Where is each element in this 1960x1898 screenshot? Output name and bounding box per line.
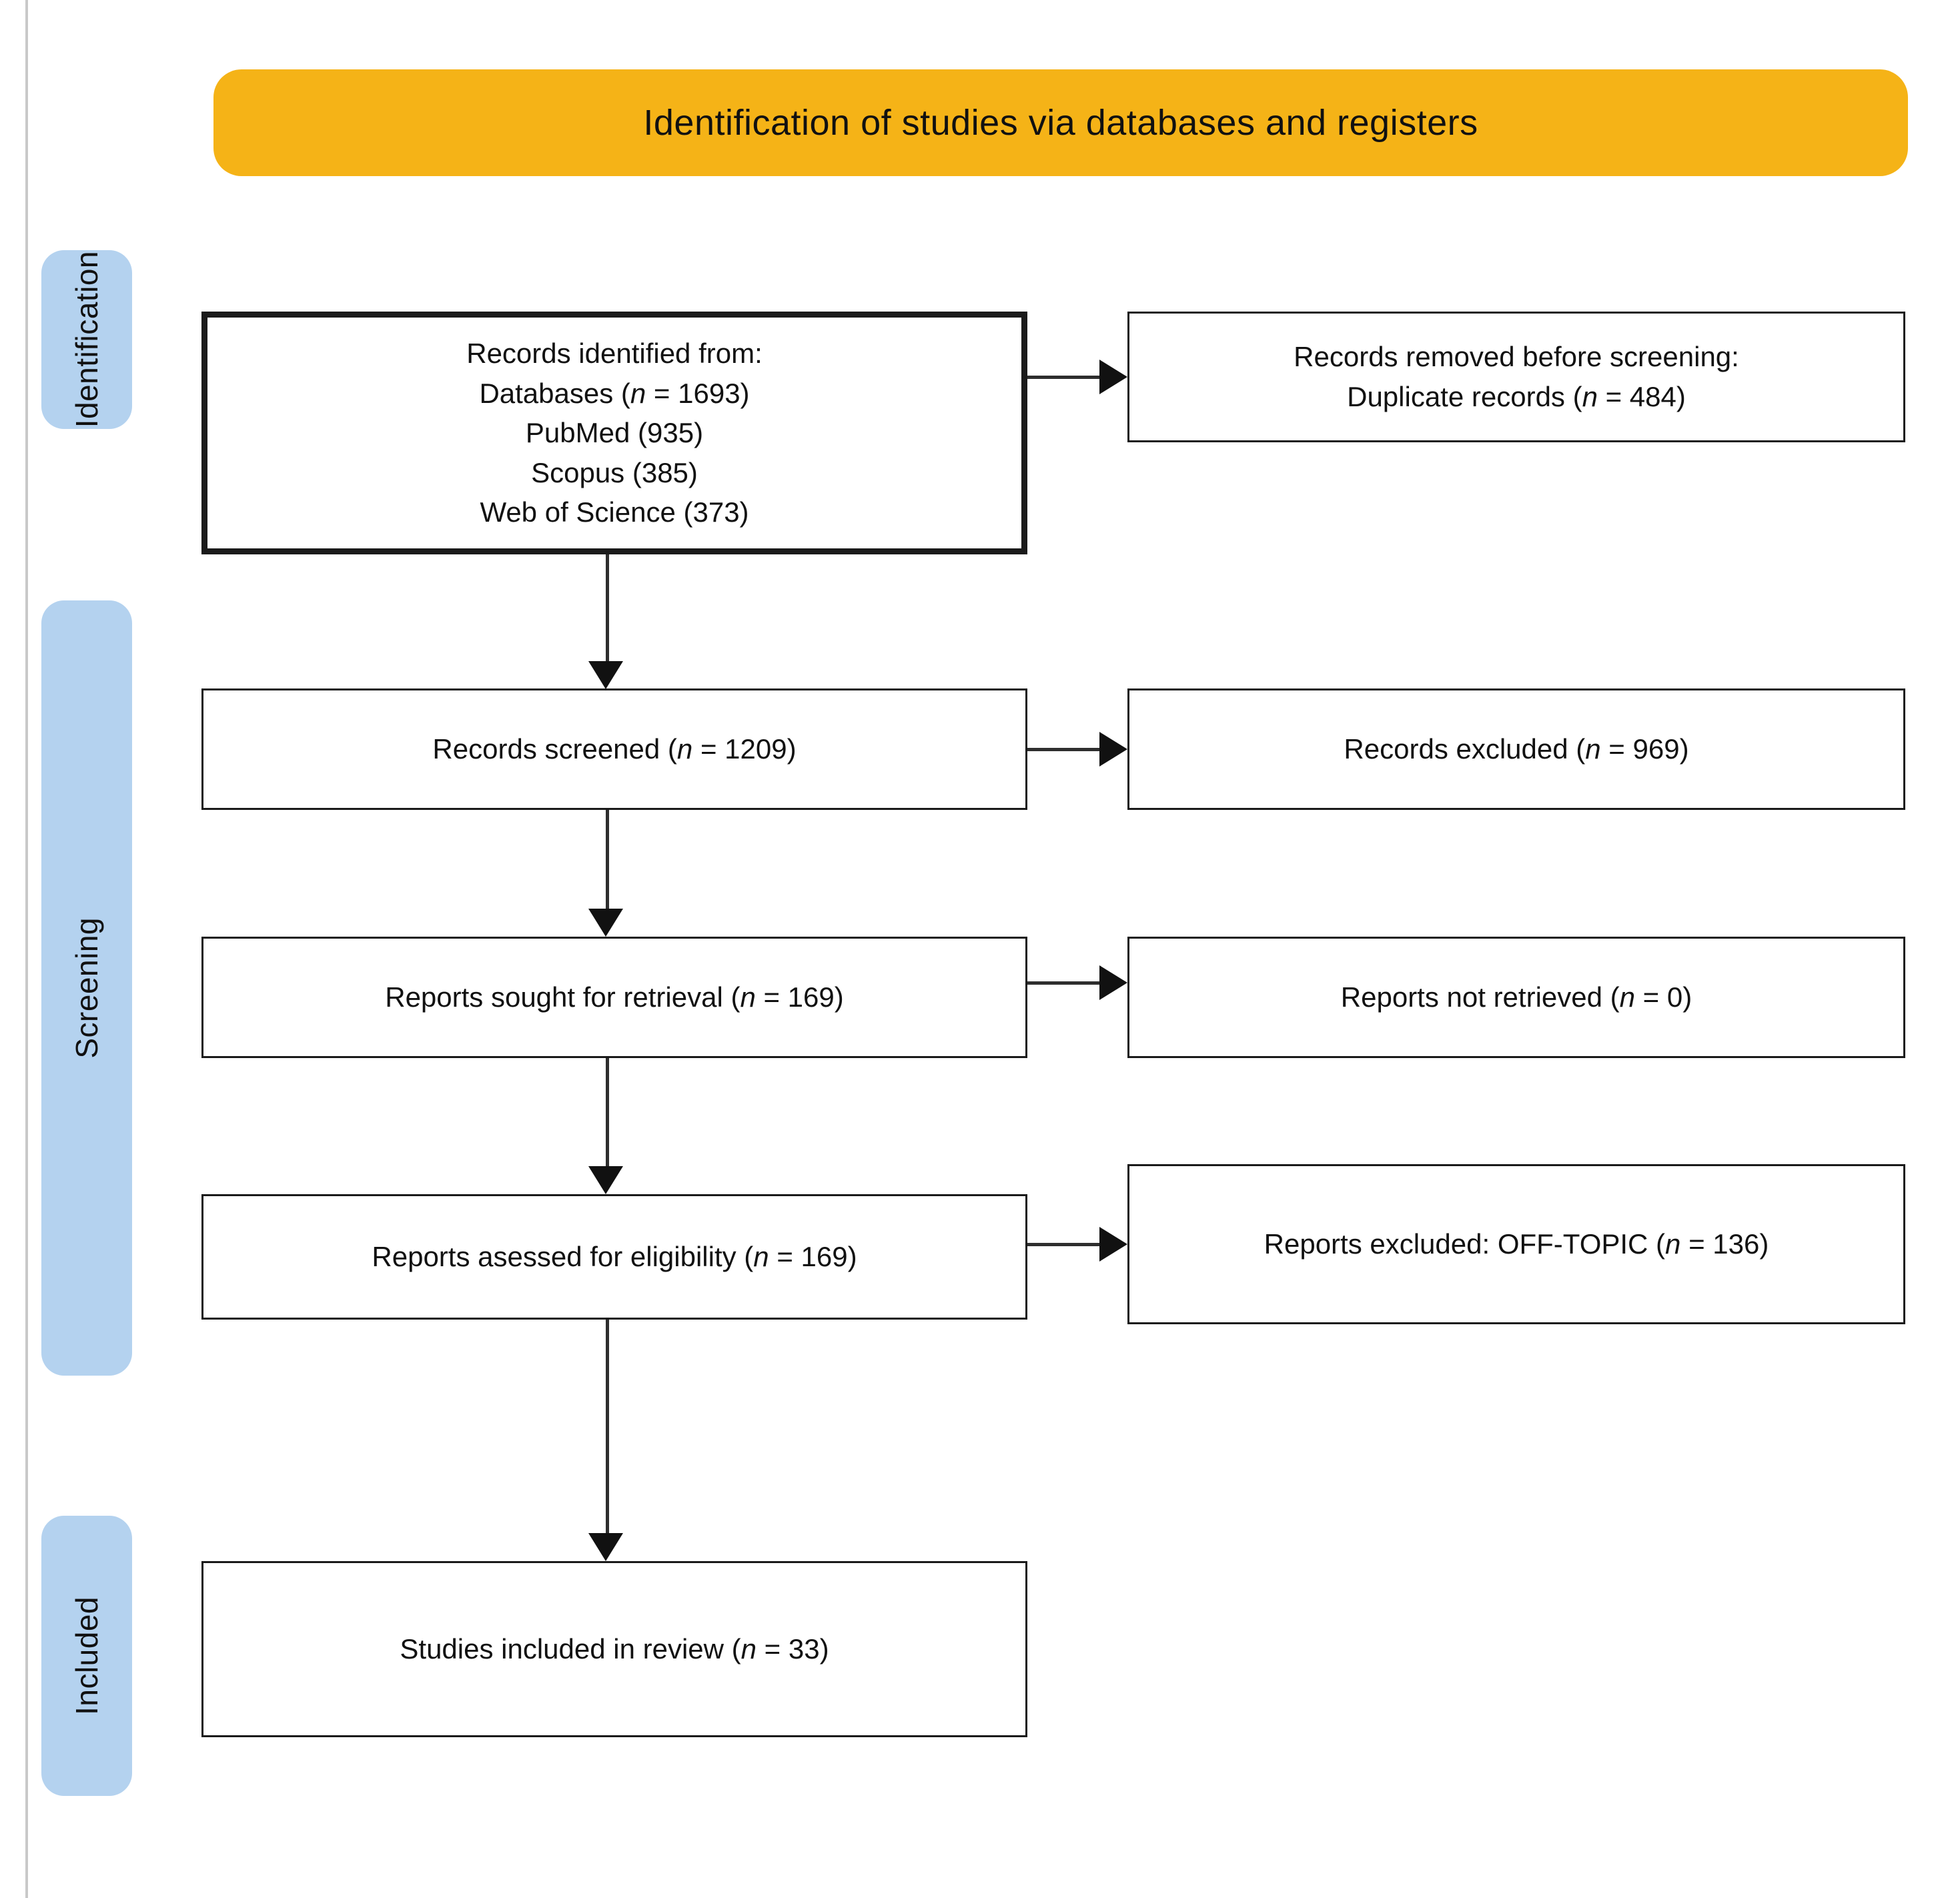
line-records-identified-3: Scopus (385) (531, 456, 698, 488)
node-reports-excluded-offtopic-text: Reports excluded: OFF-TOPIC (n = 136) (1244, 1224, 1789, 1264)
line-records-screened-0: Records screened (n = 1209) (432, 733, 797, 765)
phase-label-identification: Identification (69, 251, 104, 428)
node-reports-assessed-text: Reports asessed for eligibility (n = 169… (352, 1237, 877, 1277)
phase-bar-included: Included (41, 1516, 132, 1796)
node-records-identified: Records identified from: Databases (n = … (201, 312, 1027, 554)
line-studies-included-0: Studies included in review (n = 33) (400, 1633, 829, 1665)
line-records-identified-4: Web of Science (373) (480, 496, 749, 528)
arrow-right-icon-excluded (1099, 732, 1127, 767)
node-records-excluded-text: Records excluded (n = 969) (1324, 729, 1708, 769)
line-records-identified-1: Databases (n = 1693) (479, 377, 750, 409)
line-reports-assessed-0: Reports asessed for eligibility (n = 169… (372, 1241, 857, 1273)
line-records-identified-2: PubMed (935) (525, 417, 704, 449)
arrow-right-icon-excluded-topic (1099, 1227, 1127, 1262)
connector-identified-to-removed (1027, 376, 1099, 379)
arrow-down-icon-screened (588, 661, 623, 689)
node-reports-sought: Reports sought for retrieval (n = 169) (201, 937, 1027, 1058)
arrow-down-icon-assessed (588, 1166, 623, 1194)
line-records-removed-0: Records removed before screening: (1294, 341, 1739, 373)
arrow-down-icon-sought (588, 909, 623, 937)
node-studies-included-text: Studies included in review (n = 33) (380, 1629, 849, 1669)
arrow-right-icon-not-retrieved (1099, 965, 1127, 1000)
node-records-screened-text: Records screened (n = 1209) (412, 729, 816, 769)
line-records-removed-1: Duplicate records (n = 484) (1347, 381, 1686, 412)
connector-sought-to-assessed (606, 1058, 609, 1166)
phase-label-screening: Screening (69, 917, 104, 1059)
diagram-title: Identification of studies via databases … (643, 103, 1478, 143)
line-reports-sought-0: Reports sought for retrieval (n = 169) (385, 981, 844, 1013)
arrow-right-icon-removed (1099, 360, 1127, 394)
phase-bar-screening: Screening (41, 600, 132, 1376)
connector-sought-to-not-retrieved (1027, 981, 1099, 985)
node-studies-included: Studies included in review (n = 33) (201, 1561, 1027, 1737)
node-reports-excluded-offtopic: Reports excluded: OFF-TOPIC (n = 136) (1127, 1164, 1905, 1324)
arrow-down-icon-included (588, 1533, 623, 1561)
node-records-excluded: Records excluded (n = 969) (1127, 688, 1905, 810)
node-records-identified-text: Records identified from: Databases (n = … (446, 334, 783, 532)
node-reports-sought-text: Reports sought for retrieval (n = 169) (365, 977, 864, 1017)
connector-assessed-to-included (606, 1320, 609, 1533)
diagram-header-banner: Identification of studies via databases … (213, 69, 1908, 176)
node-records-removed-text: Records removed before screening: Duplic… (1274, 337, 1759, 416)
node-records-removed: Records removed before screening: Duplic… (1127, 312, 1905, 442)
left-margin-rule (25, 0, 28, 1898)
line-reports-not-retrieved-0: Reports not retrieved (n = 0) (1340, 981, 1692, 1013)
connector-assessed-to-excluded-topic (1027, 1243, 1099, 1246)
node-reports-not-retrieved-text: Reports not retrieved (n = 0) (1321, 977, 1712, 1017)
phase-label-included: Included (69, 1596, 104, 1715)
phase-bar-identification: Identification (41, 250, 132, 429)
node-records-screened: Records screened (n = 1209) (201, 688, 1027, 810)
node-reports-assessed: Reports asessed for eligibility (n = 169… (201, 1194, 1027, 1320)
connector-screened-to-sought (606, 810, 609, 909)
line-reports-excluded-offtopic-0: Reports excluded: OFF-TOPIC (n = 136) (1264, 1228, 1769, 1260)
line-records-identified-0: Records identified from: (466, 337, 763, 369)
node-reports-not-retrieved: Reports not retrieved (n = 0) (1127, 937, 1905, 1058)
connector-screened-to-excluded (1027, 748, 1099, 751)
connector-identified-to-screened (606, 554, 609, 661)
line-records-excluded-0: Records excluded (n = 969) (1344, 733, 1689, 765)
